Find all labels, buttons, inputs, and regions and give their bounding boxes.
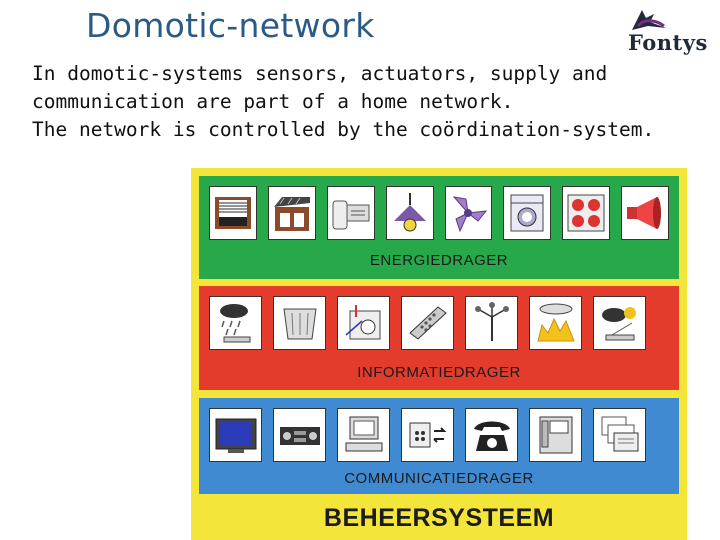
washing-machine-icon <box>510 194 544 232</box>
fax-icon <box>601 416 638 452</box>
fan-icon <box>453 196 488 233</box>
tile <box>529 296 582 350</box>
tile <box>465 296 518 350</box>
information-band: INFORMATIEDRAGER <box>199 286 679 390</box>
telephone-icon <box>473 421 510 451</box>
awning-icon <box>273 197 310 231</box>
communication-tiles <box>209 408 669 466</box>
ceiling-lamp-icon <box>393 193 426 232</box>
wind-meter-icon <box>474 302 509 341</box>
tile <box>267 186 316 240</box>
network-socket-icon <box>409 422 446 448</box>
tile <box>209 186 257 240</box>
energy-band: ENERGIEDRAGER <box>199 176 679 279</box>
information-tiles <box>209 296 669 354</box>
tile <box>593 408 646 462</box>
thermostat-icon <box>345 305 380 340</box>
stereo-icon <box>279 427 320 445</box>
intro-text: In domotic-systems sensors, actuators, s… <box>32 60 654 144</box>
tile <box>337 408 390 462</box>
tile <box>529 408 582 462</box>
band-label: ENERGIEDRAGER <box>369 252 509 269</box>
domotic-diagram: ENERGIEDRAGER <box>191 168 687 540</box>
tile <box>503 186 552 240</box>
tile <box>326 186 375 240</box>
tile <box>465 408 518 462</box>
tile <box>444 186 493 240</box>
rain-sensor-icon <box>219 304 250 343</box>
logo-text: Fontys <box>628 30 708 55</box>
shutter-icon <box>214 197 251 229</box>
light-sensor-icon <box>601 307 636 341</box>
communication-band: COMMUNICATIEDRAGER <box>199 398 679 494</box>
intro-line: communication are part of a home network… <box>32 90 514 113</box>
band-label: COMMUNICATIEDRAGER <box>344 470 534 487</box>
tile <box>401 296 454 350</box>
intercom-icon <box>539 416 572 454</box>
smoke-detector-icon <box>536 303 575 342</box>
cooktop-icon <box>567 194 605 232</box>
tile <box>209 296 262 350</box>
tile <box>273 296 326 350</box>
tile <box>337 296 390 350</box>
intro-line: In domotic-systems sensors, actuators, s… <box>32 62 608 85</box>
slide-title: Domotic-network <box>86 6 375 45</box>
computer-icon <box>345 416 382 452</box>
tile <box>621 186 669 240</box>
siren-icon <box>627 197 662 229</box>
tile <box>562 186 611 240</box>
motion-detector-icon <box>282 308 317 340</box>
band-label: INFORMATIEDRAGER <box>357 364 521 381</box>
television-icon <box>215 418 256 453</box>
tile <box>273 408 326 462</box>
remote-control-icon <box>408 306 447 340</box>
fontys-logo <box>632 10 666 30</box>
coordination-system-label: BEHEERSYSTEEM <box>323 504 555 532</box>
tile <box>385 186 434 240</box>
tile <box>209 408 262 462</box>
tile <box>593 296 646 350</box>
tile <box>401 408 454 462</box>
intro-line: The network is controlled by the coördin… <box>32 118 655 141</box>
heater-icon <box>332 200 370 230</box>
energy-tiles <box>209 186 669 244</box>
